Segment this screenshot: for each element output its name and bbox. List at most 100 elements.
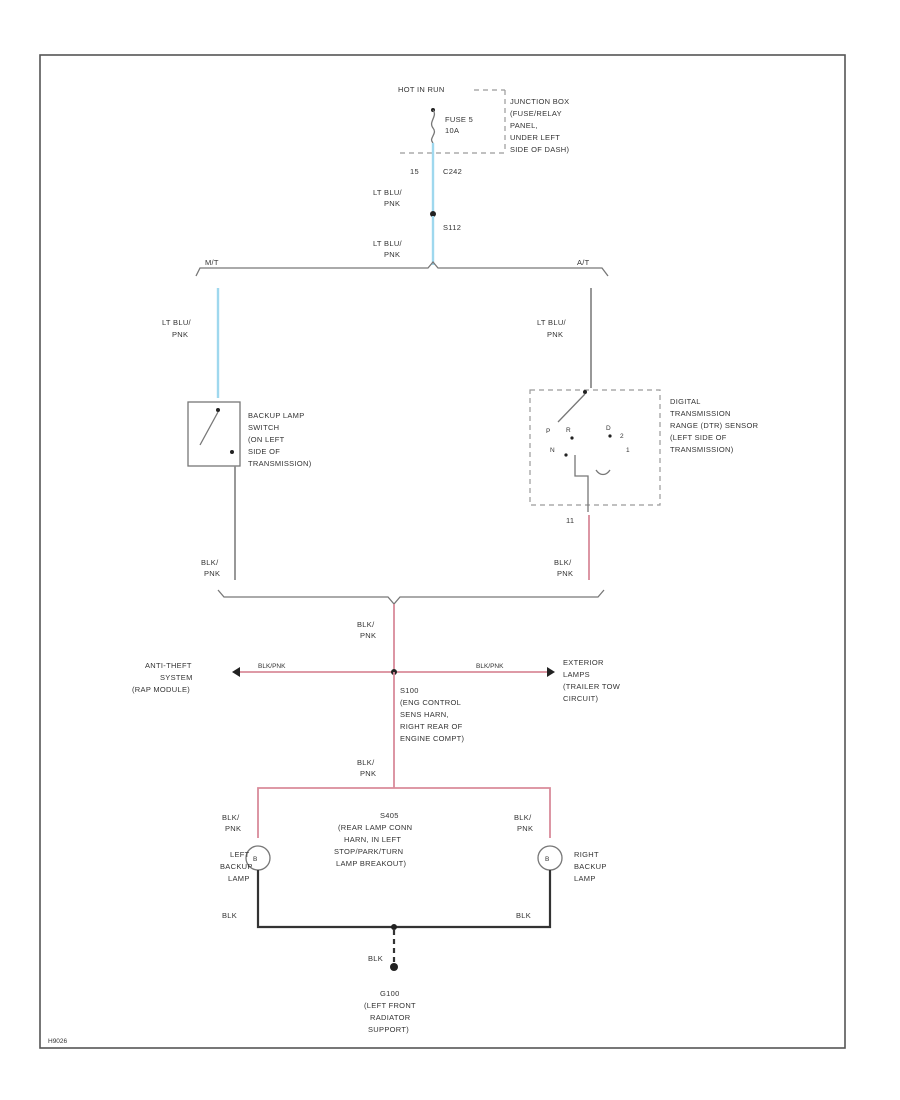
upper-bracket-line bbox=[195, 260, 609, 277]
ground-return-wire bbox=[256, 870, 552, 929]
dtr-contact-dot-d bbox=[608, 434, 612, 438]
feed-wire-color-1a: LT BLU/ bbox=[373, 188, 403, 197]
left-lower-color-a: BLK/ bbox=[201, 558, 219, 567]
right-branch: LT BLU/ PNK P R N D 2 1 DIGITAL TRANSMIS… bbox=[529, 288, 758, 580]
diagram-id: H9026 bbox=[48, 1038, 68, 1045]
backup-switch-line-4: SIDE OF bbox=[248, 447, 280, 456]
left-lamp-glyph: B bbox=[253, 856, 257, 863]
dtr-contact-2: 2 bbox=[620, 433, 624, 440]
connector-c242-label: C242 bbox=[443, 167, 462, 176]
center-lower-color-a: BLK/ bbox=[357, 758, 375, 767]
backup-switch-top-contact bbox=[216, 408, 220, 412]
junction-box-line-4: UNDER LEFT bbox=[510, 133, 560, 142]
splice-s405-dot bbox=[391, 924, 397, 930]
splice-s112-label: S112 bbox=[443, 223, 461, 232]
mt-label: M/T bbox=[205, 258, 219, 267]
dtr-line-2: TRANSMISSION bbox=[670, 409, 731, 418]
backup-lamps-circuit: B B BLK/ PNK BLK/ PNK LEFT BACKUP LAMP R… bbox=[220, 787, 607, 930]
junction-box-line-2: (FUSE/RELAY bbox=[510, 109, 562, 118]
right-branch-color-a: LT BLU/ bbox=[537, 318, 567, 327]
splice-s405-label: S405 (REAR LAMP CONN HARN, IN LEFT STOP/… bbox=[334, 811, 412, 868]
transmission-option-bracket: M/T A/T bbox=[195, 258, 609, 277]
s100-line-4: RIGHT REAR OF bbox=[400, 722, 463, 731]
ground-left-color: BLK bbox=[222, 911, 237, 920]
right-lower-color-b: PNK bbox=[557, 569, 573, 578]
center-color-b: PNK bbox=[360, 631, 376, 640]
dtr-contact-p: P bbox=[546, 428, 550, 435]
anti-theft-line-1: ANTI-THEFT bbox=[145, 661, 192, 670]
s405-line-2: (REAR LAMP CONN bbox=[338, 823, 412, 832]
dtr-contact-dot-n bbox=[564, 453, 568, 457]
dtr-pin-label: 11 bbox=[566, 516, 574, 525]
s405-line-5: LAMP BREAKOUT) bbox=[336, 859, 407, 868]
feed-wire-color-1b: PNK bbox=[384, 199, 400, 208]
left-branch-wire-label: BLK/PNK bbox=[258, 663, 286, 670]
right-branch-wire-label: BLK/PNK bbox=[476, 663, 504, 670]
right-branch-color-b: PNK bbox=[547, 330, 563, 339]
right-lamp-color-b: PNK bbox=[517, 824, 533, 833]
dtr-contact-dot-r bbox=[570, 436, 574, 440]
dtr-contact-n: N bbox=[550, 447, 555, 454]
feed-wire-color-2a: LT BLU/ bbox=[373, 239, 403, 248]
dtr-sensor-box bbox=[529, 389, 661, 506]
junction-box-line-3: PANEL, bbox=[510, 121, 538, 130]
center-color-a: BLK/ bbox=[357, 620, 375, 629]
center-circuit: BLK/ PNK BLK/PNK BLK/PNK ANTI-THEFT SYST… bbox=[132, 604, 620, 788]
dtr-top-contact bbox=[583, 390, 587, 394]
backup-switch-line-2: SWITCH bbox=[248, 423, 279, 432]
s100-line-5: ENGINE COMPT) bbox=[400, 734, 465, 743]
left-lamp-line-1: LEFT bbox=[230, 850, 250, 859]
ground-g100-dot bbox=[390, 963, 398, 971]
splice-s100-label: S100 (ENG CONTROL SENS HARN, RIGHT REAR … bbox=[400, 686, 465, 743]
s405-line-3: HARN, IN LEFT bbox=[344, 835, 401, 844]
backup-switch-line-1: BACKUP LAMP bbox=[248, 411, 305, 420]
junction-box-label: JUNCTION BOX (FUSE/RELAY PANEL, UNDER LE… bbox=[510, 97, 569, 154]
hot-in-run-label: HOT IN RUN bbox=[398, 85, 445, 94]
fuse-label-line-2: 10A bbox=[445, 126, 459, 135]
right-lamp-glyph: B bbox=[545, 856, 549, 863]
dtr-contact-1: 1 bbox=[626, 447, 630, 454]
dtr-line-4: (LEFT SIDE OF bbox=[670, 433, 727, 442]
backup-lamp-switch-box bbox=[187, 401, 241, 467]
dtr-contact-r: R bbox=[566, 427, 571, 434]
dtr-blade bbox=[557, 393, 586, 423]
dtr-contact-d: D bbox=[606, 425, 611, 432]
exterior-lamps-line-4: CIRCUIT) bbox=[563, 694, 599, 703]
left-lamp-label: LEFT BACKUP LAMP bbox=[220, 850, 253, 883]
exterior-lamps-label: EXTERIOR LAMPS (TRAILER TOW CIRCUIT) bbox=[563, 658, 620, 703]
s100-line-1: S100 bbox=[400, 686, 419, 695]
right-lamp-line-2: BACKUP bbox=[574, 862, 607, 871]
right-lamp-line-3: LAMP bbox=[574, 874, 596, 883]
splice-s112-dot bbox=[430, 211, 436, 217]
s100-line-2: (ENG CONTROL bbox=[400, 698, 461, 707]
dtr-internal-link bbox=[574, 455, 611, 486]
right-lamp-color-a: BLK/ bbox=[514, 813, 532, 822]
backup-switch-blade bbox=[199, 411, 219, 446]
left-lamp-line-2: BACKUP bbox=[220, 862, 253, 871]
left-lower-color-b: PNK bbox=[204, 569, 220, 578]
left-lamp-color-b: PNK bbox=[225, 824, 241, 833]
diagram-frame bbox=[39, 54, 846, 1049]
anti-theft-label: ANTI-THEFT SYSTEM (RAP MODULE) bbox=[132, 661, 193, 694]
s405-line-1: S405 bbox=[380, 811, 399, 820]
ground-right-color: BLK bbox=[516, 911, 531, 920]
backup-switch-bottom-contact bbox=[230, 450, 234, 454]
feed-wire-color-2b: PNK bbox=[384, 250, 400, 259]
exterior-lamps-line-1: EXTERIOR bbox=[563, 658, 604, 667]
dtr-line-1: DIGITAL bbox=[670, 397, 701, 406]
left-branch-color-a: LT BLU/ bbox=[162, 318, 192, 327]
ground-center-color: BLK bbox=[368, 954, 383, 963]
lower-bracket-line bbox=[217, 589, 605, 605]
right-lamp-label: RIGHT BACKUP LAMP bbox=[574, 850, 607, 883]
g100-line-3: RADIATOR bbox=[370, 1013, 411, 1022]
anti-theft-line-2: SYSTEM bbox=[160, 673, 193, 682]
ground-g100-label: G100 (LEFT FRONT RADIATOR SUPPORT) bbox=[364, 989, 416, 1034]
left-lamp-line-3: LAMP bbox=[228, 874, 250, 883]
anti-theft-arrow bbox=[232, 667, 240, 677]
s405-line-4: STOP/PARK/TURN bbox=[334, 847, 403, 856]
ground-circuit: BLK G100 (LEFT FRONT RADIATOR SUPPORT) bbox=[364, 930, 416, 1034]
fuse-label-line-1: FUSE 5 bbox=[445, 115, 473, 124]
exterior-lamps-line-2: LAMPS bbox=[563, 670, 590, 679]
center-lower-color-b: PNK bbox=[360, 769, 376, 778]
